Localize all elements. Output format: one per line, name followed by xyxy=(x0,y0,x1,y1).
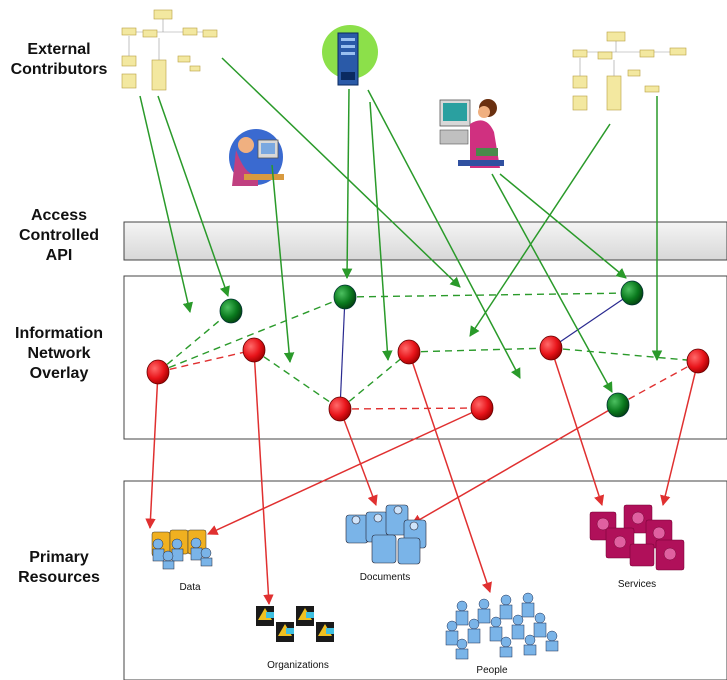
organizations-icon xyxy=(256,606,334,642)
server-icon xyxy=(322,25,378,86)
layer-label-external-contributors: External Contributors xyxy=(10,41,108,78)
red-node xyxy=(539,335,563,361)
red-node xyxy=(242,337,266,363)
resource-label-documents: Documents xyxy=(360,572,411,583)
resource-label-data: Data xyxy=(179,582,201,593)
org-chart-icon-left xyxy=(121,9,218,91)
red-node xyxy=(146,359,170,385)
resource-label-organizations: Organizations xyxy=(267,660,329,671)
green-node xyxy=(219,298,243,324)
overlay-blue-edges xyxy=(339,292,633,410)
overlay-nodes xyxy=(146,280,710,422)
layer-label-information-network-overlay: Information Network Overlay xyxy=(15,325,103,382)
resource-arrows xyxy=(145,347,699,606)
resource-label-services: Services xyxy=(618,579,656,590)
overlay-red-dashed-edges xyxy=(157,349,699,410)
services-icon xyxy=(589,504,685,571)
woman-at-workstation-icon xyxy=(439,99,504,168)
green-node xyxy=(333,284,357,310)
layer-label-primary-resources: Primary Resources xyxy=(18,549,100,586)
overlay-green-dashed-edges xyxy=(157,292,699,410)
red-node xyxy=(470,395,494,421)
resource-label-people: People xyxy=(476,665,508,676)
org-chart-icon-right xyxy=(572,31,687,111)
contributor-arrows xyxy=(139,57,663,393)
green-node xyxy=(620,280,644,306)
documents-icon xyxy=(345,504,427,565)
red-node xyxy=(397,339,421,365)
green-node xyxy=(606,392,630,418)
user-at-computer-icon xyxy=(229,129,284,186)
red-node xyxy=(686,348,710,374)
red-node xyxy=(328,396,352,422)
data-icon xyxy=(151,529,213,570)
layer-label-access-controlled-api: Access Controlled API xyxy=(19,207,99,264)
people-icon xyxy=(445,592,559,660)
